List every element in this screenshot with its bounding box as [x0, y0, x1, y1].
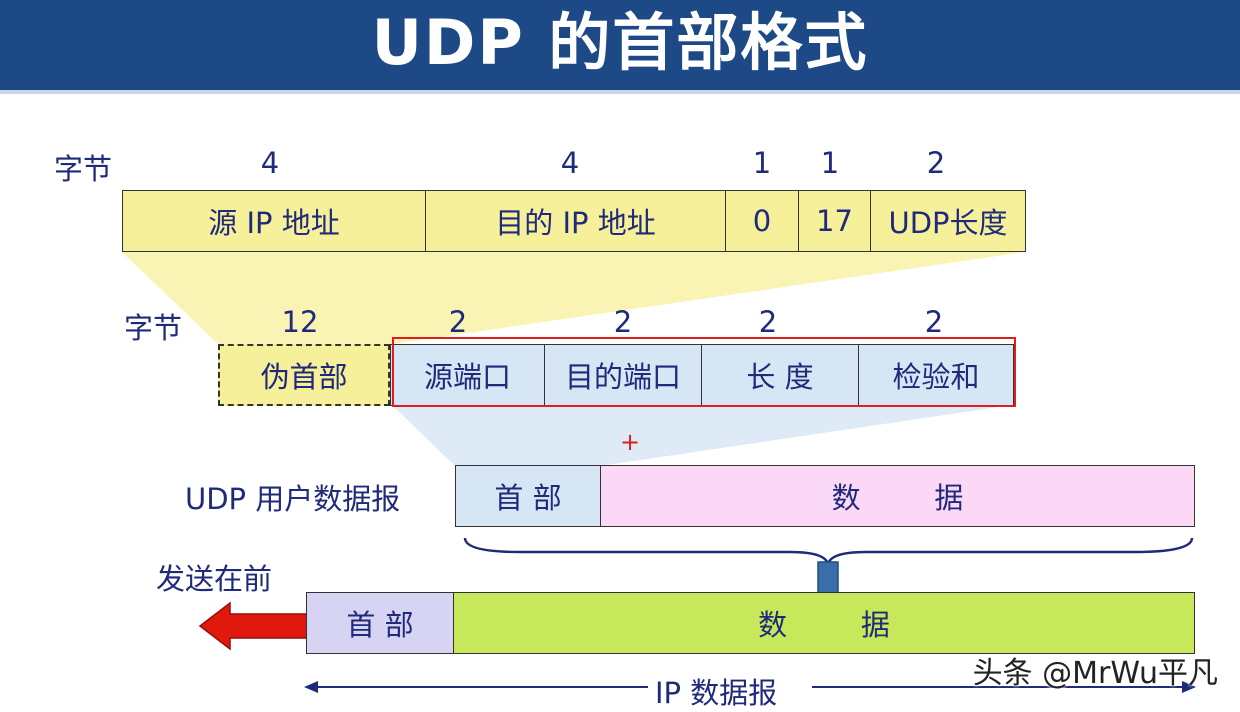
byte-count: 2: [758, 305, 778, 339]
pseudo-header-row: 源 IP 地址 目的 IP 地址 0 17 UDP长度: [122, 190, 1026, 252]
field-destination-ip: 目的 IP 地址: [426, 191, 726, 251]
field-destination-port: 目的端口: [545, 345, 702, 405]
plus-sign: +: [620, 428, 641, 456]
field-source-port: 源端口: [391, 345, 545, 405]
byte-count: 1: [752, 146, 772, 180]
title-bar: [0, 0, 1240, 94]
ip-datagram-data: 数 据: [453, 592, 1195, 654]
udp-header-funnel: [392, 405, 1012, 466]
byte-count: 12: [281, 305, 319, 339]
udp-datagram-data: 数 据: [600, 465, 1195, 527]
span-arrow-right-icon: [1182, 681, 1196, 693]
udp-header-row: 源端口 目的端口 长 度 检验和: [390, 344, 1014, 406]
byte-count: 1: [820, 146, 840, 180]
byte-count: 4: [260, 146, 280, 180]
field-length: 长 度: [702, 345, 859, 405]
udp-datagram-label: UDP 用户数据报: [185, 482, 401, 516]
byte-count: 2: [926, 146, 946, 180]
udp-datagram-header: 首 部: [455, 465, 601, 527]
field-source-ip: 源 IP 地址: [123, 191, 426, 251]
watermark: 头条 @MrWu平凡: [972, 656, 1218, 691]
ip-datagram-header: 首 部: [306, 592, 454, 654]
field-udp-length: UDP长度: [888, 206, 1008, 240]
field-protocol: 17: [799, 191, 871, 251]
left-arrow-icon: [198, 601, 309, 651]
page-title: UDP 的首部格式: [371, 6, 869, 79]
highlight-frame: [392, 337, 1016, 407]
bytes-label-2: 字节: [124, 311, 183, 345]
pseudo-header-funnel: [122, 252, 1025, 344]
send-first-label: 发送在前: [156, 562, 273, 596]
field-zero: 0: [726, 191, 799, 251]
ip-datagram-label: IP 数据报: [655, 676, 778, 710]
bytes-label-1: 字节: [54, 152, 113, 186]
byte-count: 2: [924, 305, 944, 339]
pseudo-header-box: 伪首部: [218, 344, 390, 406]
span-arrow-left-icon: [304, 681, 318, 693]
byte-count: 2: [448, 305, 468, 339]
byte-count: 4: [560, 146, 580, 180]
byte-count: 2: [613, 305, 633, 339]
field-checksum: 检验和: [892, 360, 980, 394]
